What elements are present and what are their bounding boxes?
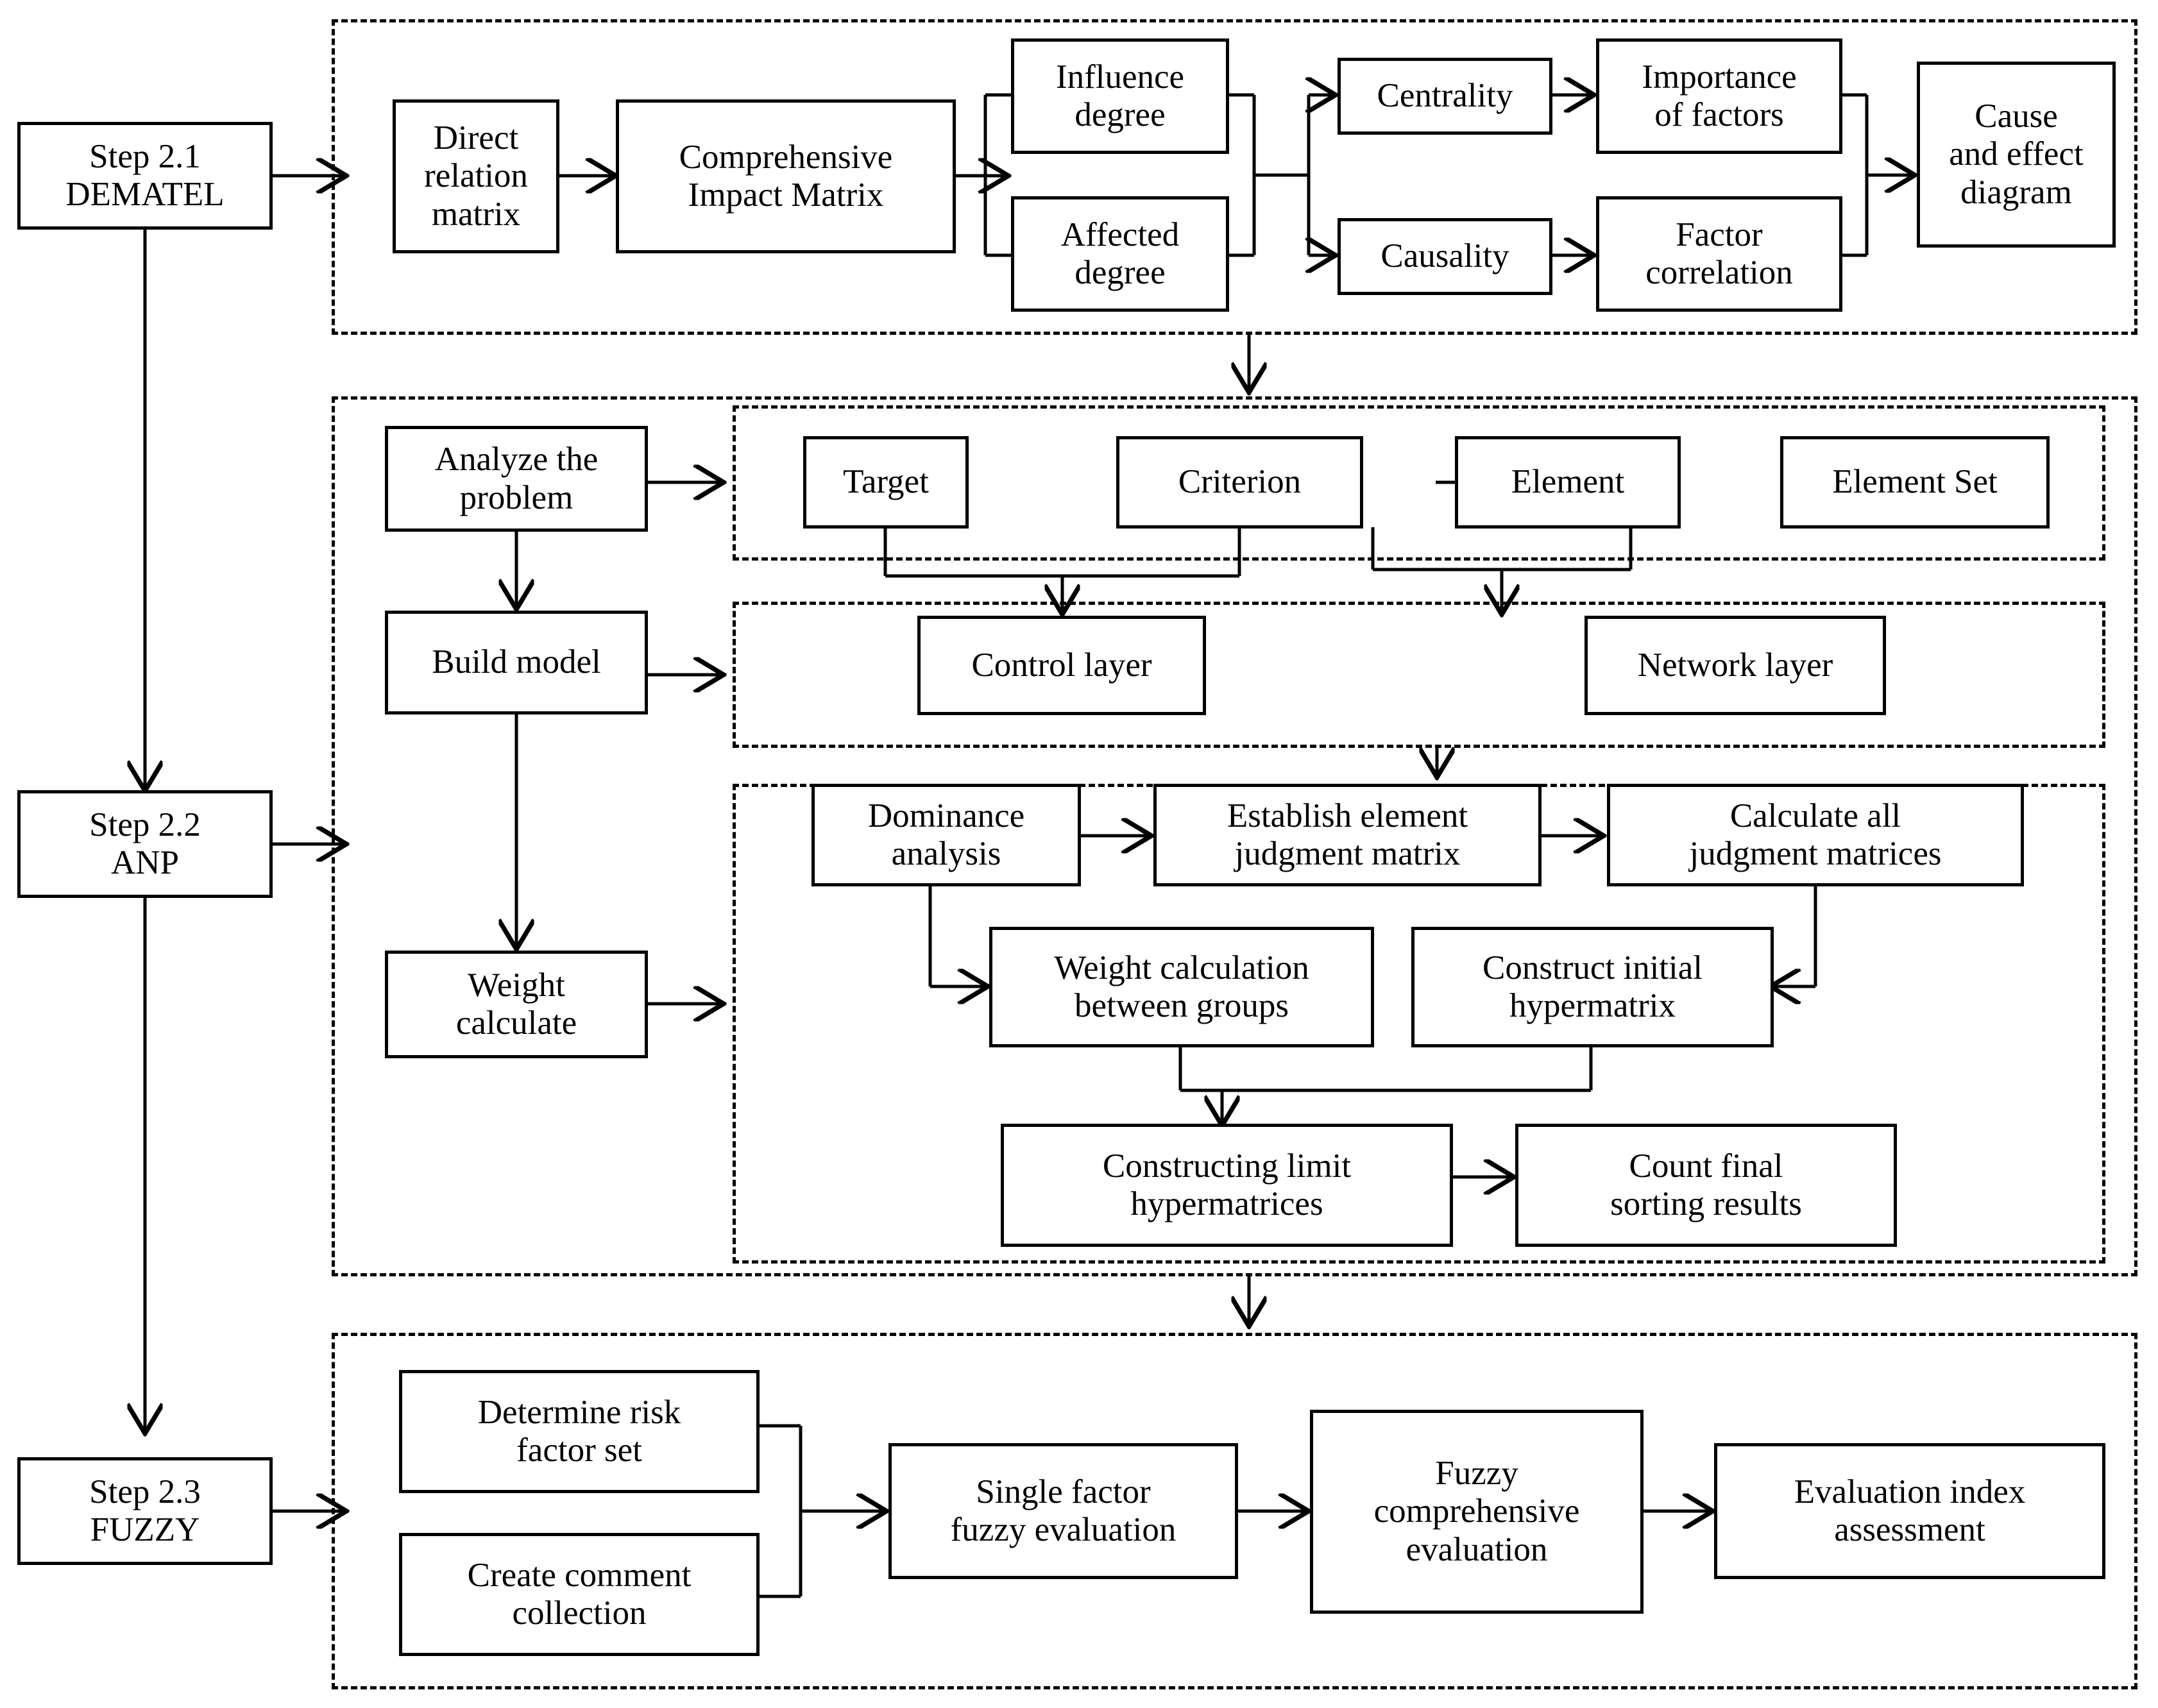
node-construct-initial-hypermatrix[interactable]: Construct initial hypermatrix bbox=[1411, 927, 1774, 1047]
node-label: Establish element judgment matrix bbox=[1227, 797, 1468, 872]
node-label: Element bbox=[1511, 463, 1625, 501]
node-label: Affected degree bbox=[1060, 216, 1180, 291]
node-label: Weight calculation between groups bbox=[1054, 949, 1309, 1024]
node-causality[interactable]: Causality bbox=[1338, 218, 1552, 295]
step-label: Step 2.3 FUZZY bbox=[89, 1473, 201, 1548]
node-label: Comprehensive Impact Matrix bbox=[679, 138, 893, 214]
node-label: Determine risk factor set bbox=[477, 1393, 681, 1469]
node-label: Element Set bbox=[1832, 463, 1998, 501]
node-cause-and-effect-diagram[interactable]: Cause and effect diagram bbox=[1917, 62, 2116, 248]
node-network-layer[interactable]: Network layer bbox=[1585, 616, 1886, 715]
node-weight-calculation-between-groups[interactable]: Weight calculation between groups bbox=[989, 927, 1374, 1047]
node-importance-of-factors[interactable]: Importance of factors bbox=[1596, 38, 1842, 154]
node-label: Dominance analysis bbox=[867, 797, 1025, 872]
node-centrality[interactable]: Centrality bbox=[1338, 58, 1552, 135]
node-control-layer[interactable]: Control layer bbox=[917, 616, 1206, 715]
node-label: Target bbox=[843, 463, 929, 501]
node-label: Criterion bbox=[1178, 463, 1302, 501]
step-box-fuzzy[interactable]: Step 2.3 FUZZY bbox=[17, 1457, 273, 1565]
node-label: Build model bbox=[432, 643, 601, 681]
node-comprehensive-impact-matrix[interactable]: Comprehensive Impact Matrix bbox=[616, 99, 956, 253]
node-fuzzy-comprehensive-evaluation[interactable]: Fuzzy comprehensive evaluation bbox=[1310, 1410, 1644, 1614]
node-factor-correlation[interactable]: Factor correlation bbox=[1596, 196, 1842, 312]
node-label: Constructing limit hypermatrices bbox=[1102, 1147, 1352, 1222]
node-label: Single factor fuzzy evaluation bbox=[950, 1473, 1177, 1548]
node-weight-calculate[interactable]: Weight calculate bbox=[385, 951, 648, 1058]
step-label: Step 2.1 DEMATEL bbox=[65, 137, 225, 213]
node-label: Cause and effect diagram bbox=[1949, 97, 2084, 211]
node-create-comment-collection[interactable]: Create comment collection bbox=[399, 1533, 760, 1656]
node-determine-risk-factor-set[interactable]: Determine risk factor set bbox=[399, 1370, 760, 1493]
node-evaluation-index-assessment[interactable]: Evaluation index assessment bbox=[1714, 1443, 2105, 1579]
step-label: Step 2.2 ANP bbox=[89, 806, 201, 881]
node-label: Causality bbox=[1381, 237, 1509, 275]
node-label: Influence degree bbox=[1055, 58, 1185, 133]
node-single-factor-fuzzy-evaluation[interactable]: Single factor fuzzy evaluation bbox=[888, 1443, 1238, 1579]
node-label: Fuzzy comprehensive evaluation bbox=[1373, 1454, 1580, 1568]
node-label: Calculate all judgment matrices bbox=[1689, 797, 1942, 872]
node-direct-relation-matrix[interactable]: Direct relation matrix bbox=[393, 99, 559, 253]
node-calculate-all-judgment-matrices[interactable]: Calculate all judgment matrices bbox=[1607, 784, 2024, 886]
node-label: Weight calculate bbox=[455, 966, 577, 1042]
node-label: Centrality bbox=[1377, 77, 1513, 115]
node-label: Control layer bbox=[971, 646, 1152, 684]
node-constructing-limit-hypermatrices[interactable]: Constructing limit hypermatrices bbox=[1001, 1124, 1453, 1247]
node-label: Network layer bbox=[1637, 646, 1833, 684]
node-build-model[interactable]: Build model bbox=[385, 611, 648, 714]
node-label: Construct initial hypermatrix bbox=[1483, 949, 1703, 1024]
node-count-final-sorting-results[interactable]: Count final sorting results bbox=[1515, 1124, 1897, 1247]
node-target[interactable]: Target bbox=[803, 436, 969, 528]
node-dominance-analysis[interactable]: Dominance analysis bbox=[811, 784, 1081, 886]
node-label: Direct relation matrix bbox=[424, 119, 528, 233]
node-label: Create comment collection bbox=[467, 1556, 692, 1632]
node-analyze-the-problem[interactable]: Analyze the problem bbox=[385, 426, 648, 532]
node-criterion[interactable]: Criterion bbox=[1116, 436, 1363, 528]
node-element-set[interactable]: Element Set bbox=[1780, 436, 2050, 528]
node-label: Factor correlation bbox=[1645, 216, 1793, 291]
node-element[interactable]: Element bbox=[1455, 436, 1681, 528]
node-label: Evaluation index assessment bbox=[1794, 1473, 2026, 1548]
node-establish-element-judgment-matrix[interactable]: Establish element judgment matrix bbox=[1153, 784, 1542, 886]
node-label: Analyze the problem bbox=[434, 441, 599, 516]
node-influence-degree[interactable]: Influence degree bbox=[1011, 38, 1229, 154]
step-box-dematel[interactable]: Step 2.1 DEMATEL bbox=[17, 122, 273, 230]
node-label: Importance of factors bbox=[1642, 58, 1797, 133]
step-box-anp[interactable]: Step 2.2 ANP bbox=[17, 790, 273, 898]
node-affected-degree[interactable]: Affected degree bbox=[1011, 196, 1229, 312]
node-label: Count final sorting results bbox=[1610, 1147, 1802, 1222]
